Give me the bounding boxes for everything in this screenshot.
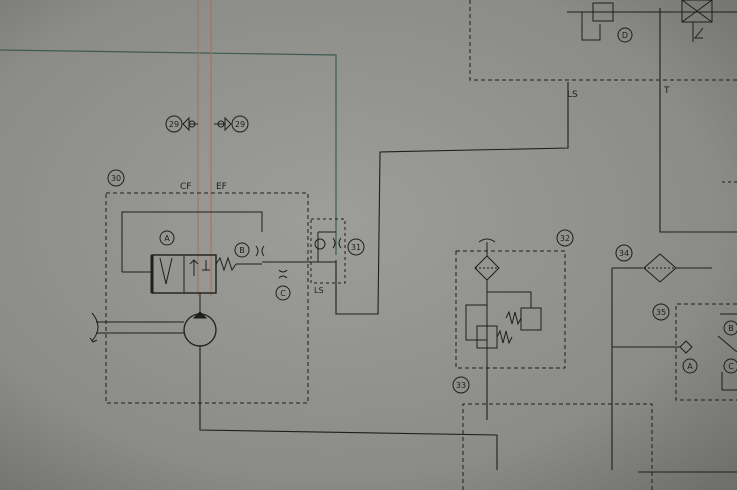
orifice-c [278, 269, 288, 279]
check-valve-29a-ball [188, 120, 196, 128]
component-35-check [612, 340, 693, 354]
callout-29a-circle [165, 115, 183, 133]
callout-33-label: 33 [456, 381, 466, 390]
label-t-top: T [663, 86, 670, 96]
callout-b-label: B [239, 246, 245, 255]
tank-line [659, 8, 737, 233]
component-33 [452, 376, 653, 490]
callout-33-circle [452, 376, 470, 394]
callout-30-label: 30 [111, 174, 121, 183]
callout-a-circle [159, 230, 175, 246]
callout-c-circle [275, 285, 291, 301]
component-35-border [675, 303, 737, 401]
check-valve-29b-ball [217, 120, 225, 128]
valve-box-x [681, 0, 713, 23]
callout-32-label: 32 [560, 234, 570, 243]
filter-32 [455, 229, 574, 369]
callout-34-label: 34 [619, 249, 629, 258]
check-valve-29b [214, 116, 232, 132]
callout-31-label: 31 [351, 243, 361, 252]
main-lines [199, 8, 737, 473]
component-31 [310, 218, 365, 284]
relief-spring [496, 329, 513, 345]
component-31-lines [317, 231, 336, 263]
callout-35-circle [652, 303, 670, 321]
label-ls-valve: LS [314, 286, 324, 295]
component-35 [612, 303, 737, 401]
valve-box-right [681, 0, 713, 23]
component-35-lines [717, 313, 737, 391]
suction-line [199, 345, 498, 470]
callout-d-circle [617, 27, 633, 43]
pump-assembly-border [105, 192, 309, 404]
filter-top-arc [478, 238, 496, 256]
callout-29a-label: 29 [169, 120, 179, 129]
spool-spring [215, 256, 237, 272]
callout-32-circle [556, 229, 574, 247]
callout-a-label: A [164, 234, 170, 243]
top-block [469, 0, 737, 81]
callout-35-label: 35 [656, 308, 666, 317]
solenoid-box [592, 2, 614, 22]
callout-34-circle [615, 244, 633, 262]
callout-31-circle [347, 238, 365, 256]
callout-a2-circle [682, 358, 698, 374]
filter-32-border [455, 250, 566, 369]
callout-b-circle [234, 242, 250, 258]
callout-30-circle [107, 169, 125, 187]
valve-box-lines [692, 22, 704, 42]
callout-b2-label: B [728, 324, 734, 333]
check-valves-29 [165, 115, 249, 133]
label-ls-top: LS [567, 90, 578, 100]
spool-valve-arrows [159, 257, 210, 285]
component-33-border [462, 403, 653, 490]
callout-a2-label: A [687, 362, 693, 371]
rotation-arrow [89, 312, 99, 343]
component-31-border [310, 218, 346, 284]
pump-assembly-30 [89, 169, 309, 404]
control-loop [121, 211, 263, 272]
orifice-b [255, 245, 265, 257]
top-block-border [469, 0, 737, 81]
callout-29b-circle [231, 115, 249, 133]
bypass-spring [505, 310, 522, 326]
label-cf: CF [180, 182, 191, 192]
callout-c2-label: C [728, 362, 734, 371]
callout-b2-circle [723, 320, 737, 336]
pump-triangle [192, 311, 208, 319]
label-ef: EF [216, 182, 227, 192]
drive-shaft [96, 321, 184, 334]
component-31-orifice [332, 237, 342, 249]
solenoid-lines [581, 12, 601, 41]
callout-d-label: D [622, 31, 628, 40]
callout-c-label: C [280, 289, 286, 298]
callout-29b-label: 29 [235, 120, 245, 129]
ls-line [335, 82, 569, 315]
callout-c2-circle [723, 358, 737, 374]
pilot-lines [197, 0, 212, 296]
system-line-green [0, 49, 337, 255]
component-34 [615, 244, 677, 283]
component-31-check [314, 238, 326, 250]
component-34-diamond [643, 253, 677, 283]
